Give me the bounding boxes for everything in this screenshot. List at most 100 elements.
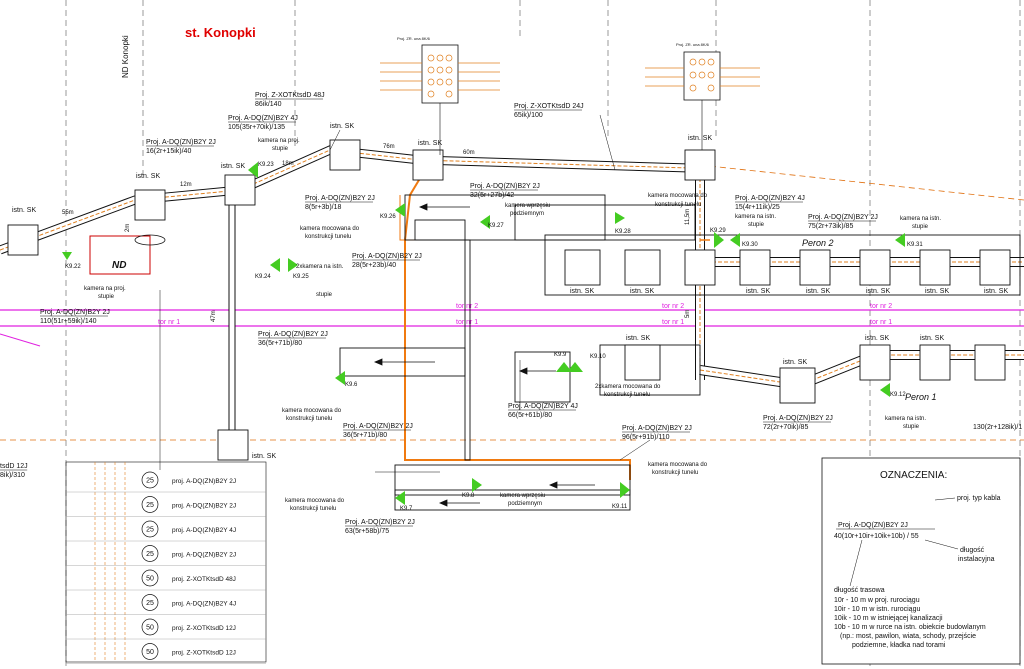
track-label-1c: tor nr 1 bbox=[456, 319, 478, 326]
mini-box-label: Proj. ZR. una 8K/6 bbox=[397, 36, 431, 41]
track-label-1d: tor nr 1 bbox=[158, 319, 180, 326]
svg-text:konstrukcji tunelu: konstrukcji tunelu bbox=[305, 234, 351, 240]
svg-text:K9.6: K9.6 bbox=[345, 382, 358, 388]
svg-text:K9.31: K9.31 bbox=[907, 242, 923, 248]
sk-box bbox=[624, 344, 661, 381]
svg-text:55m: 55m bbox=[62, 210, 74, 216]
sk-box bbox=[779, 367, 816, 404]
svg-text:kamera wprzęsiu: kamera wprzęsiu bbox=[505, 203, 550, 209]
legend-trasowa: długość trasowa bbox=[834, 587, 885, 594]
svg-text:60m: 60m bbox=[463, 150, 475, 156]
svg-text:stupie: stupie bbox=[748, 222, 765, 228]
duct-size: 25 bbox=[146, 600, 154, 607]
svg-text:5m: 5m bbox=[685, 310, 691, 318]
svg-text:kamera mocowana do: kamera mocowana do bbox=[285, 498, 345, 504]
track-label-1: tor nr 1 bbox=[662, 319, 684, 326]
svg-text:stupie: stupie bbox=[272, 146, 289, 152]
camera-markers bbox=[62, 162, 905, 505]
svg-text:11,5m: 11,5m bbox=[685, 209, 691, 225]
duct-size: 50 bbox=[146, 625, 154, 632]
duct-label: proj. Z-XOTKtsdD 48J bbox=[172, 576, 236, 583]
nd-box bbox=[89, 235, 151, 275]
distance-labels: 55m 12m 18m 76m 60m 2m 47m 11,5m 5m bbox=[62, 144, 691, 322]
legend-typ: proj. typ kabla bbox=[957, 495, 1001, 502]
duct-circle bbox=[141, 643, 159, 660]
svg-text:kamera na proj.: kamera na proj. bbox=[258, 138, 300, 144]
camera-icon bbox=[395, 203, 405, 217]
legend: OZNACZENIA: Proj. A-DQ(ZN)B2Y 2J 40(10r+… bbox=[834, 470, 1001, 649]
duct-circle bbox=[141, 569, 159, 587]
duct-label: proj. Z-XOTKtsdD 12J bbox=[172, 650, 236, 657]
nd-label: ND bbox=[112, 260, 126, 271]
flow-arrows bbox=[373, 203, 595, 507]
sk-box bbox=[564, 249, 601, 286]
svg-text:istn. SK: istn. SK bbox=[865, 335, 889, 342]
camera-notes: kamera na proj. stupie kamera na proj. s… bbox=[84, 138, 941, 512]
camera-icon bbox=[335, 371, 345, 385]
svg-text:kamera na istn.: kamera na istn. bbox=[885, 416, 926, 422]
duct-label: proj. A-DQ(ZN)B2Y 2J bbox=[172, 552, 236, 559]
svg-text:K9.22: K9.22 bbox=[65, 264, 81, 270]
svg-text:stupie: stupie bbox=[316, 292, 333, 298]
svg-text:76m: 76m bbox=[383, 144, 395, 150]
sk-box bbox=[919, 344, 951, 381]
svg-text:istn. SK: istn. SK bbox=[12, 207, 36, 214]
svg-text:18m: 18m bbox=[282, 161, 294, 167]
svg-text:konstrukcji tunelu: konstrukcji tunelu bbox=[604, 392, 650, 398]
svg-text:K9.10: K9.10 bbox=[590, 354, 606, 360]
svg-text:podziemnym: podziemnym bbox=[510, 211, 544, 217]
svg-text:stupie: stupie bbox=[912, 224, 929, 230]
duct-size: 50 bbox=[146, 576, 154, 583]
duct-circle bbox=[141, 618, 159, 636]
track-label-2: tor nr 2 bbox=[662, 303, 684, 310]
svg-text:10ik - 10 m w istniejącej kana: 10ik - 10 m w istniejącej kanalizacji bbox=[834, 615, 943, 622]
camera-icon bbox=[615, 212, 625, 224]
duct-circle bbox=[141, 496, 159, 513]
duct-circle bbox=[141, 520, 159, 538]
street-label: ND Konopki bbox=[121, 35, 130, 78]
sk-box bbox=[224, 174, 256, 206]
track-label-1b: tor nr 1 bbox=[870, 319, 892, 326]
sk-box bbox=[919, 249, 951, 286]
svg-text:konstrukcji tunelu: konstrukcji tunelu bbox=[290, 506, 336, 512]
svg-text:istn. SK: istn. SK bbox=[925, 288, 949, 295]
camera-icon bbox=[62, 252, 72, 260]
svg-text:kamera mocowana do: kamera mocowana do bbox=[300, 226, 360, 232]
svg-text:K9.27: K9.27 bbox=[488, 223, 504, 229]
tracks bbox=[0, 309, 1024, 347]
long-dash-ducts bbox=[0, 164, 1024, 441]
camera-icon bbox=[248, 162, 258, 178]
sk-box bbox=[859, 249, 891, 286]
svg-text:podziemnym: podziemnym bbox=[508, 501, 542, 507]
camera-icon bbox=[556, 362, 572, 372]
duct-label: proj. A-DQ(ZN)B2Y 2J bbox=[172, 478, 236, 485]
sk-box bbox=[217, 429, 249, 461]
svg-text:(np.: most, pawilon, wiata, sc: (np.: most, pawilon, wiata, schody, prze… bbox=[840, 633, 976, 640]
camera-icon bbox=[472, 478, 482, 492]
platform-2-label: Peron 2 bbox=[802, 238, 834, 248]
duct-circle bbox=[141, 471, 159, 489]
svg-text:istn. SK: istn. SK bbox=[866, 288, 890, 295]
svg-text:K9.26: K9.26 bbox=[380, 214, 396, 220]
svg-text:2xkamera na istn.: 2xkamera na istn. bbox=[296, 264, 344, 270]
svg-text:47m: 47m bbox=[211, 310, 217, 322]
sk-box bbox=[974, 344, 1006, 381]
mini-distribution-boxes bbox=[380, 44, 760, 155]
guide-lines bbox=[65, 0, 1021, 669]
svg-text:istn. SK: istn. SK bbox=[746, 288, 770, 295]
svg-text:konstrukcji tunelu: konstrukcji tunelu bbox=[652, 470, 698, 476]
camera-icon bbox=[270, 258, 280, 272]
svg-text:istn. SK: istn. SK bbox=[136, 173, 160, 180]
mini-box-label-2: Proj. ZR. una 8K/6 bbox=[676, 42, 710, 47]
platform-1-label: Peron 1 bbox=[905, 392, 937, 402]
sk-box bbox=[7, 224, 39, 256]
